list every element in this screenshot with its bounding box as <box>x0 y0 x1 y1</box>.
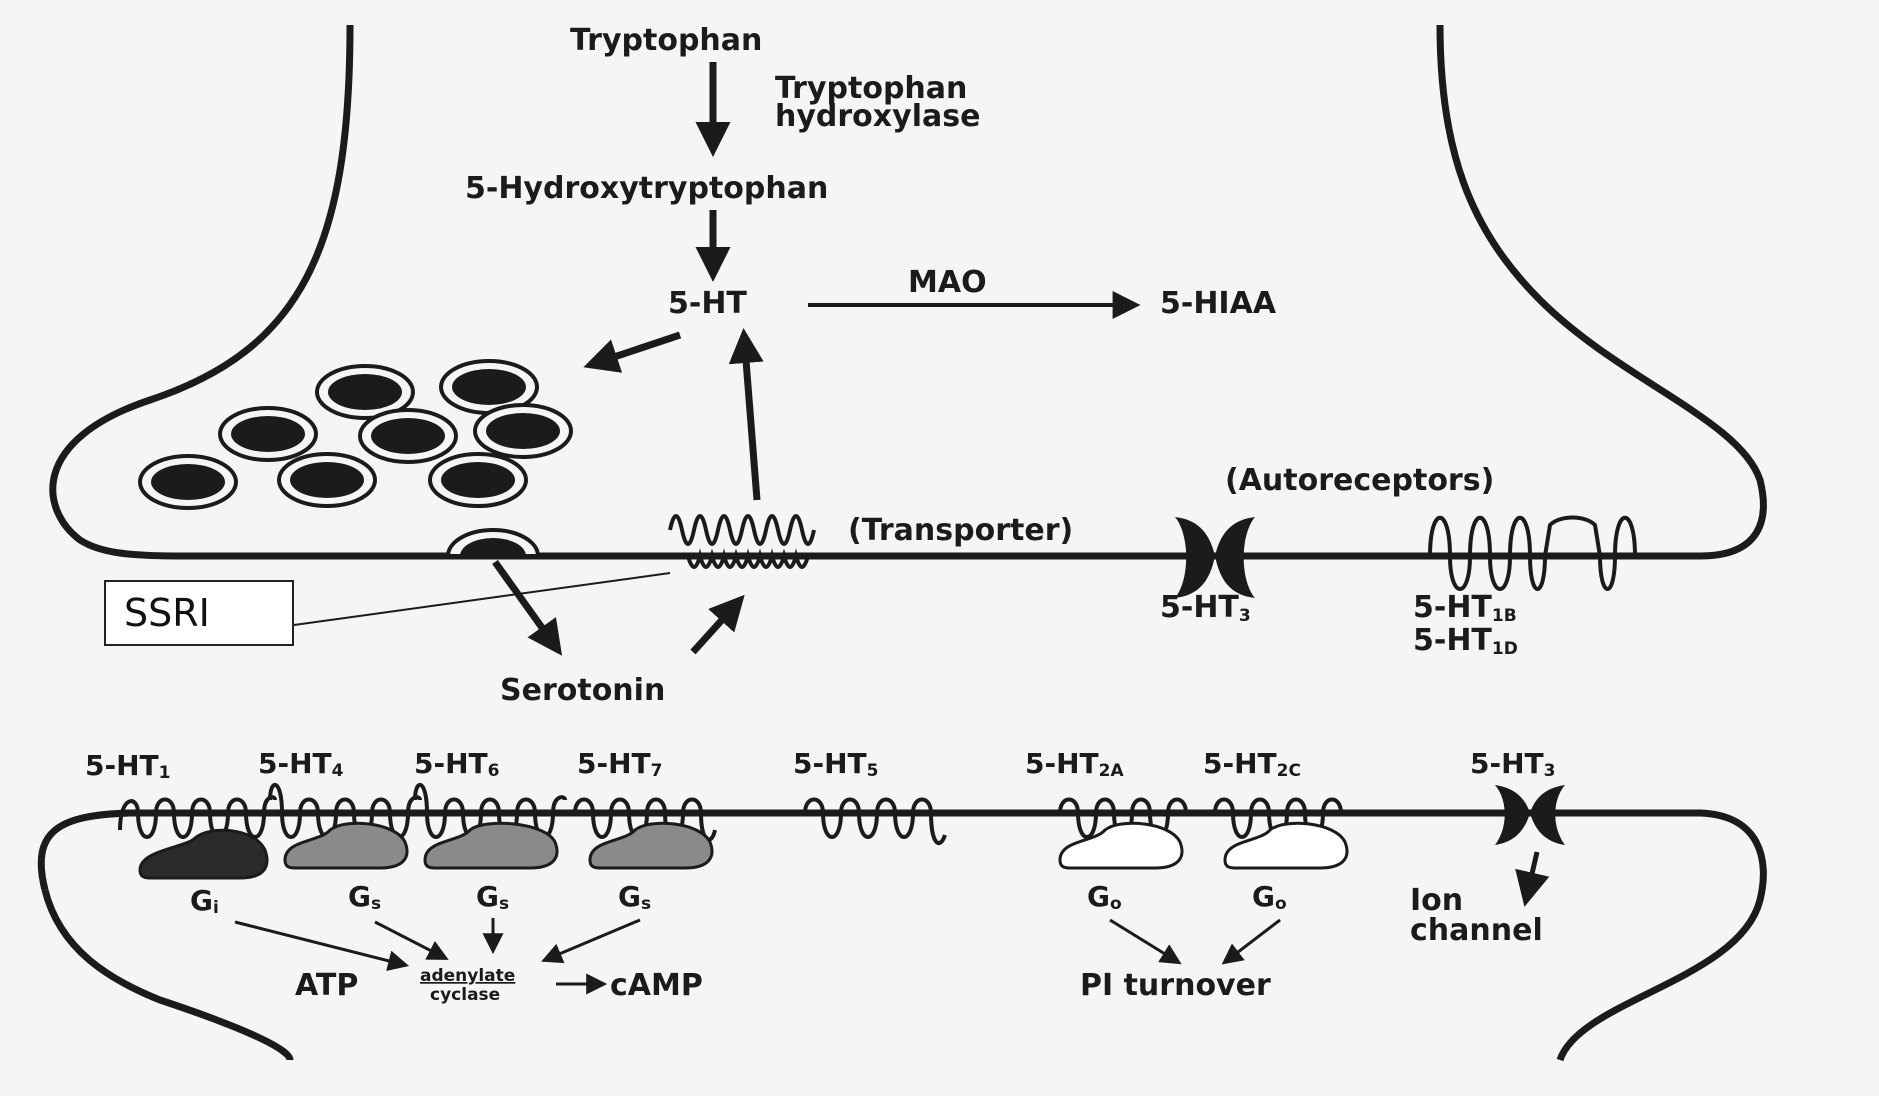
release-arrow <box>495 562 558 650</box>
adenylate-label: adenylate <box>420 966 515 986</box>
atp-label: ATP <box>295 968 358 1003</box>
postsynaptic-membrane-left <box>45 890 290 1060</box>
receptor-label: 5-HT2A <box>1025 747 1124 781</box>
cyclase-label: cyclase <box>430 985 500 1005</box>
go-protein <box>1225 823 1347 868</box>
reuptake-arrow <box>744 335 757 500</box>
gi-protein <box>140 830 267 878</box>
go-arrow <box>1110 920 1178 962</box>
uptake-arrow <box>693 600 740 652</box>
vesicle <box>220 408 316 460</box>
vesicle <box>430 454 526 506</box>
camp-label: cAMP <box>610 968 703 1003</box>
gi-arrow <box>235 922 405 965</box>
ion-channel-arrow <box>1526 852 1537 900</box>
enzyme-label-line2: hydroxylase <box>775 99 980 134</box>
vesicle <box>360 410 456 462</box>
receptor-coil <box>805 800 945 844</box>
ht3-presynaptic-label: 5-HT3 <box>1160 590 1251 626</box>
ht1d-label: 5-HT1D <box>1413 623 1518 659</box>
gs-protein <box>425 823 557 868</box>
receptor-label: 5-HT3 <box>1470 747 1555 781</box>
receptor-coil <box>120 797 275 837</box>
receptor-label: 5-HT2C <box>1203 747 1301 781</box>
gs-label: Gs <box>618 880 651 914</box>
transporter-coil <box>670 516 814 544</box>
pi-turnover-label: PI turnover <box>1080 968 1271 1003</box>
receptor-label: 5-HT5 <box>793 747 878 781</box>
gs-arrow <box>375 922 445 958</box>
vesicle-group <box>140 361 571 556</box>
transporter-label: (Transporter) <box>848 513 1073 548</box>
serotonin-label: Serotonin <box>500 673 665 708</box>
go-label: Go <box>1252 880 1287 914</box>
receptor-label: 5-HT6 <box>414 747 499 781</box>
fusing-vesicle <box>448 530 538 556</box>
channel-label: channel <box>1410 913 1543 948</box>
vesicle-storage-arrow <box>590 335 680 365</box>
five-ht-label: 5-HT <box>668 286 747 321</box>
mao-label: MAO <box>908 265 987 300</box>
ssri-box: SSRI <box>104 580 294 646</box>
tryptophan-label: Tryptophan <box>570 23 762 58</box>
receptor-label: 5-HT7 <box>577 747 662 781</box>
hiaa-label: 5-HIAA <box>1160 286 1277 321</box>
go-label: Go <box>1087 880 1122 914</box>
ssri-pointer-line <box>294 573 670 625</box>
receptor-label: 5-HT1 <box>85 749 170 783</box>
gi-label: Gi <box>190 884 219 918</box>
vesicle <box>279 454 375 506</box>
autoreceptors-label: (Autoreceptors) <box>1225 463 1494 498</box>
gs-arrow <box>545 920 640 960</box>
go-arrow <box>1225 920 1280 962</box>
vesicle <box>140 456 236 508</box>
gs-label: Gs <box>348 880 381 914</box>
hydroxytryptophan-label: 5-Hydroxytryptophan <box>465 171 828 206</box>
vesicle <box>475 405 571 457</box>
receptor-label: 5-HT4 <box>258 747 344 781</box>
ht1b-label: 5-HT1B <box>1413 590 1517 626</box>
gs-label: Gs <box>476 880 509 914</box>
ssri-label: SSRI <box>124 591 210 635</box>
gs-protein <box>285 823 407 868</box>
